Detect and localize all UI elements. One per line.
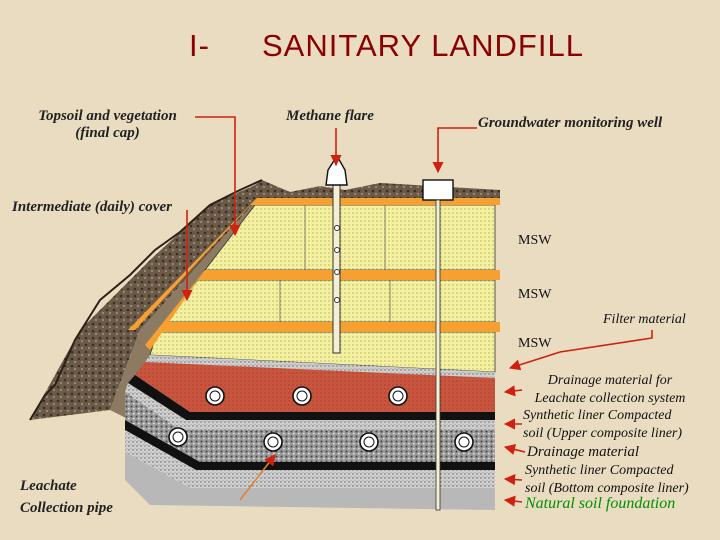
liner-system — [125, 355, 495, 510]
cap-edge — [29, 179, 263, 421]
label-drainage-leachate-line1: Drainage material for — [547, 373, 673, 388]
callout-arrows — [181, 116, 653, 507]
label-upper-liner-line2: soil (Upper composite liner) — [523, 426, 683, 441]
arrow-leachate-pipe — [239, 454, 276, 501]
label-bottom-composite-liner: Synthetic liner Compacted soil (Bottom c… — [525, 462, 689, 498]
label-natural-soil: Natural soil foundation — [525, 495, 676, 512]
label-upper-composite-liner: Synthetic liner Compacted soil (Upper co… — [523, 407, 682, 443]
label-drainage-leachate: Drainage material for Leachate collectio… — [520, 372, 700, 408]
monitoring-well — [422, 179, 454, 511]
arrow-natural-soil — [503, 495, 523, 507]
label-msw-bottom: MSW — [518, 336, 552, 351]
arrow-filter — [508, 330, 653, 371]
label-bottom-liner-line2: soil (Bottom composite liner) — [525, 481, 689, 496]
arrow-groundwater — [432, 127, 477, 174]
label-topsoil-line2: (final cap) — [75, 125, 140, 141]
label-intermediate-cover: Intermediate (daily) cover — [12, 199, 172, 215]
leachate-pipes — [168, 386, 474, 452]
label-leachate-pipe: Leachate Collection pipe — [20, 475, 113, 519]
arrow-drainage — [503, 444, 526, 455]
arrow-drainage-leachate — [503, 385, 523, 397]
label-msw-top: MSW — [518, 233, 552, 248]
methane-flare-pipe — [325, 154, 348, 354]
label-bottom-liner-line1: Synthetic liner Compacted — [525, 463, 674, 478]
label-groundwater-well: Groundwater monitoring well — [478, 115, 663, 131]
label-drainage-material: Drainage material — [527, 444, 640, 460]
page-title: SANITARY LANDFILL — [262, 28, 584, 63]
label-topsoil-line1: Topsoil and vegetation — [38, 108, 177, 124]
label-leachate-pipe-line2: Collection pipe — [20, 500, 113, 516]
label-leachate-pipe-line1: Leachate — [20, 478, 77, 494]
arrow-bottom-liner — [503, 474, 523, 486]
topsoil-cap — [30, 180, 500, 420]
label-upper-liner-line1: Synthetic liner Compacted — [523, 408, 672, 423]
label-drainage-leachate-line2: Leachate collection system — [534, 391, 686, 406]
label-topsoil: Topsoil and vegetation (final cap) — [20, 108, 195, 142]
label-msw-middle: MSW — [518, 287, 552, 302]
label-methane-flare: Methane flare — [286, 108, 374, 124]
title-prefix: I- — [189, 28, 210, 63]
label-filter-material: Filter material — [603, 312, 686, 327]
arrow-topsoil — [195, 116, 241, 237]
